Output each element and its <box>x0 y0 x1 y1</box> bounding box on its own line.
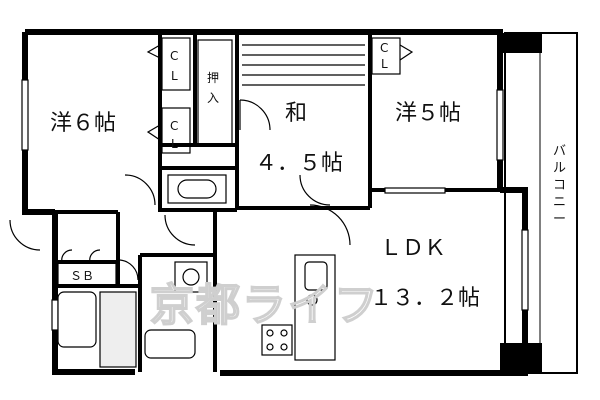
toilet <box>167 174 227 204</box>
shoe-box-label: ＳＢ <box>70 269 94 283</box>
balcony <box>500 32 578 374</box>
room-western-5: 洋５帖 <box>395 101 461 126</box>
room-ldk-size: １３．２帖 <box>370 286 480 311</box>
balcony-char-2: ル <box>553 161 566 176</box>
closets <box>146 37 414 154</box>
windows <box>21 79 529 331</box>
tatami-lines <box>242 44 365 86</box>
room-ldk-label: ＬＤＫ <box>380 236 446 261</box>
closet-right-c: C <box>380 41 388 55</box>
closet-top-left-l: L <box>171 69 178 83</box>
shoe-box <box>57 249 117 287</box>
oshiire-char-2: 入 <box>207 91 219 105</box>
door-swings <box>9 99 351 281</box>
stove-burner <box>306 294 318 306</box>
closet-top-left-c: C <box>170 49 178 63</box>
washbasin <box>144 329 196 359</box>
balcony-post-bottom <box>500 343 542 373</box>
bathtub <box>57 291 97 348</box>
bathroom <box>57 291 137 368</box>
balcony-post-top <box>500 33 542 53</box>
room-western-6: 洋６帖 <box>50 111 116 136</box>
watermark: 京都ライフ <box>150 280 380 331</box>
oshiire-closet <box>197 39 233 146</box>
balcony-char-4: ニ <box>553 195 566 210</box>
closet-mid-left-l: L <box>171 137 178 151</box>
room-japanese-size: ４．５帖 <box>255 151 343 176</box>
balcony-char-3: コ <box>553 178 566 193</box>
closet-mid-left-c: C <box>170 119 178 133</box>
oshiire-char-1: 押 <box>207 71 219 85</box>
kitchen <box>261 254 336 361</box>
balcony-char-5: ー <box>553 212 566 227</box>
kitchen-counter <box>294 254 336 361</box>
stove <box>261 324 293 356</box>
room-japanese-label: 和 <box>285 101 307 126</box>
balcony-char-1: バ <box>553 144 566 159</box>
kitchen-sink <box>304 261 328 291</box>
washroom <box>144 261 208 359</box>
balcony-outline <box>504 32 578 374</box>
closet-right-l: L <box>381 57 388 71</box>
